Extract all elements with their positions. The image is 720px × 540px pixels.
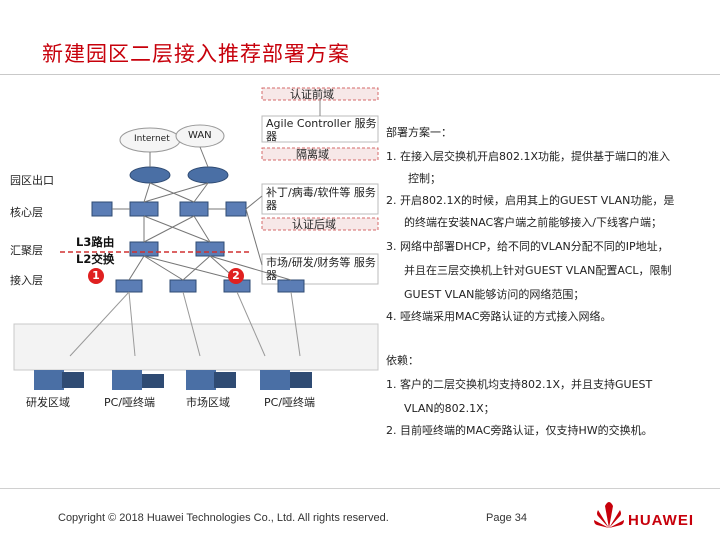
l2-switching-tag: L2交换: [76, 252, 115, 266]
pc-icon-1: [34, 370, 64, 390]
page-title: 新建园区二层接入推荐部署方案: [42, 42, 350, 66]
pc-icon-3: [186, 370, 216, 390]
footer-divider: [0, 488, 720, 489]
layer-access-label: 接入层: [10, 274, 43, 287]
deploy-item-4: 4. 哑终端采用MAC旁路认证的方式接入网络。: [386, 310, 612, 323]
depend-item-2: 2. 目前哑终端的MAC旁路认证，仅支持HW的交换机。: [386, 424, 653, 437]
zone-isolation-label: 隔离域: [296, 148, 329, 161]
deploy-item-1-line-1: 1. 在接入层交换机开启802.1X功能，提供基于端口的准入: [386, 150, 671, 163]
core-switch-1: [129, 201, 159, 217]
core-firewall-left: [91, 201, 113, 217]
depend-item-1-line-2: VLAN的802.1X；: [404, 402, 495, 415]
core-switch-2: [179, 201, 209, 217]
layer-core-label: 核心层: [10, 206, 43, 219]
terminal-area-frame: [13, 323, 379, 371]
zone-auth-before-label: 认证前域: [290, 88, 334, 101]
agg-switch-1: [129, 241, 159, 257]
network-links: [112, 146, 292, 281]
depend-heading: 依赖：: [386, 354, 419, 367]
badge-2: 2: [228, 268, 244, 284]
patch-server-label: 补丁/病毒/软件等 服务器: [266, 186, 376, 212]
printer-icon-1: [142, 374, 164, 388]
zone-auth-after-box: [261, 217, 379, 231]
pc-icon-4: [260, 370, 290, 390]
l3-routing-tag: L3路由: [76, 235, 115, 249]
network-diagram: [13, 87, 379, 390]
deploy-item-3-line-3: GUEST VLAN能够访问的网络范围；: [404, 288, 585, 301]
depend-item-1-line-1: 1. 客户的二层交换机均支持802.1X，并且支持GUEST: [386, 378, 653, 391]
wan-label: WAN: [188, 130, 212, 141]
deploy-heading: 部署方案一：: [386, 126, 452, 139]
agile-server-label: Agile Controller 服务器: [266, 117, 377, 143]
exit-router-left: [129, 166, 171, 184]
patch-server-box: [261, 183, 379, 215]
phone-icon-2: [214, 372, 236, 388]
zone-isolation-box: [261, 147, 379, 161]
huawei-logo-icon: [594, 502, 624, 528]
exit-router-right: [187, 166, 229, 184]
core-firewall-right: [225, 201, 247, 217]
access-switch-1: [115, 279, 143, 293]
area-label-pc-1: PC/哑终端: [104, 396, 156, 409]
area-label-pc-2: PC/哑终端: [264, 396, 316, 409]
badge-1: 1: [88, 268, 104, 284]
page-number: Page 34: [486, 512, 527, 524]
huawei-logo-text: HUAWEI: [628, 512, 694, 529]
market-server-label: 市场/研发/财务等 服务器: [266, 256, 376, 282]
pc-icon-2: [112, 370, 142, 390]
market-server-box: [261, 253, 379, 285]
agg-switch-2: [195, 241, 225, 257]
phone-icon-1: [62, 372, 84, 388]
footer-copyright: Copyright © 2018 Huawei Technologies Co.…: [58, 512, 389, 524]
deploy-item-2-line-1: 2. 开启802.1X的时候，启用其上的GUEST VLAN功能，是: [386, 194, 675, 207]
layer-agg-label: 汇聚层: [10, 244, 43, 257]
internet-label: Internet: [134, 134, 170, 144]
zone-auth-after-label: 认证后域: [292, 218, 336, 231]
access-switch-2: [169, 279, 197, 293]
area-label-rd: 研发区域: [26, 396, 70, 409]
deploy-item-2-line-2: 的终端在安装NAC客户端之前能够接入/下线客户端；: [404, 216, 662, 229]
camera-icon-1: [290, 372, 312, 388]
deploy-item-3-line-1: 3. 网络中部署DHCP，给不同的VLAN分配不同的IP地址，: [386, 240, 669, 253]
deploy-item-1-line-2: 控制；: [408, 172, 441, 185]
area-label-market: 市场区域: [186, 396, 230, 409]
deploy-item-3-line-2: 并且在三层交换机上针对GUEST VLAN配置ACL，限制: [404, 264, 672, 277]
layer-exit-label: 园区出口: [10, 174, 54, 187]
title-divider: [0, 74, 720, 75]
